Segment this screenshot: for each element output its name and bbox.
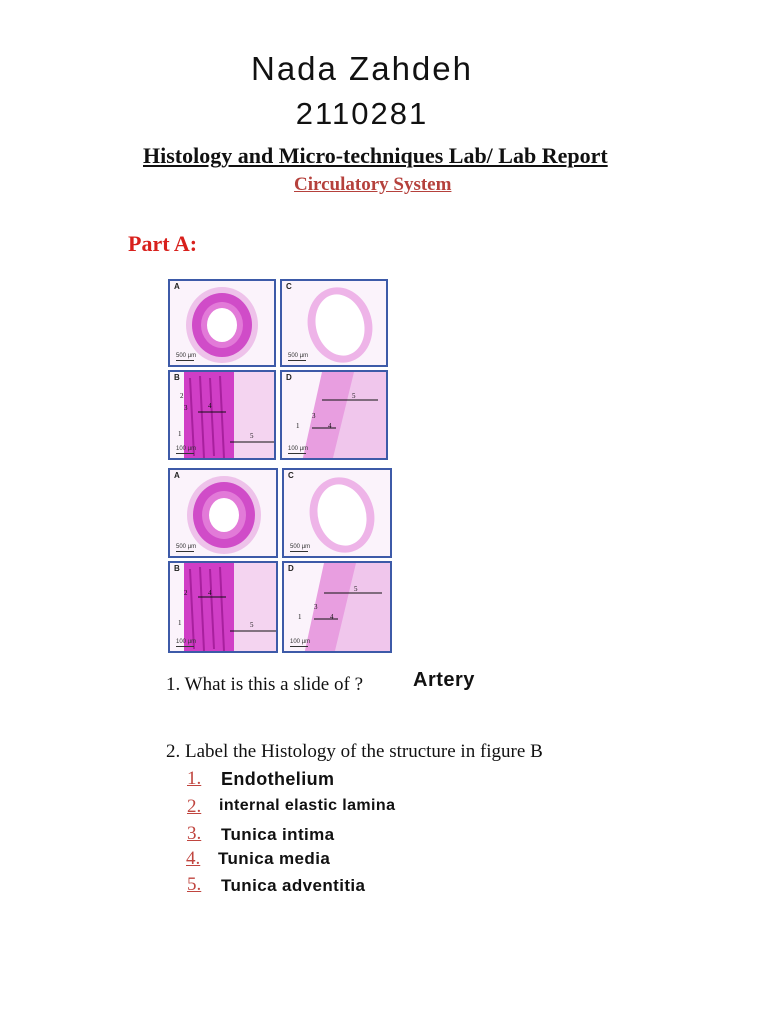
marker-1: 1: [298, 613, 302, 621]
marker-5: 5: [354, 585, 358, 593]
scale-bar: [288, 453, 306, 454]
marker-1: 1: [178, 430, 182, 438]
question-1-label: 1. What is this a slide of ?: [166, 674, 364, 695]
artery-cross-section-image: [186, 287, 258, 363]
marker-2: 2: [180, 392, 184, 400]
question-2-label: 2. Label the Histology of the structure …: [166, 741, 543, 762]
answer-item-number: 4.: [186, 848, 201, 869]
scale-label: 100 µm: [176, 639, 197, 645]
vein-cross-section-image: [309, 477, 375, 553]
marker-1: 1: [296, 422, 300, 430]
scale-bar: [288, 360, 306, 361]
artery-cross-section-image: [187, 476, 261, 554]
scale-bar: [176, 360, 194, 361]
question-1-answer: Artery: [413, 669, 475, 691]
answer-item-number: 5.: [187, 874, 202, 895]
scale-label: 100 µm: [290, 639, 311, 645]
micrograph-panel-d: D 1 3 4 5 100 µm: [280, 370, 388, 460]
marker-5: 5: [250, 621, 254, 629]
answer-item-text: Tunica media: [218, 849, 331, 868]
micrograph-panel-a: A 500 µm: [168, 279, 276, 367]
marker-3: 3: [184, 404, 188, 412]
panel-letter: C: [288, 471, 294, 480]
scale-label: 100 µm: [288, 446, 309, 452]
author-name: Nada Zahdeh: [251, 50, 473, 87]
scale-label: 500 µm: [176, 353, 197, 359]
marker-2: 2: [184, 589, 188, 597]
scale-bar: [176, 646, 194, 647]
panel-letter: C: [286, 282, 292, 291]
marker-5: 5: [352, 392, 356, 400]
panel-letter: B: [174, 373, 180, 382]
marker-4: 4: [330, 613, 334, 621]
panel-letter: B: [174, 564, 180, 573]
answer-item-text: Tunica adventitia: [221, 876, 366, 895]
marker-4: 4: [208, 589, 212, 597]
student-id: 2110281: [295, 96, 429, 131]
answer-item-text: Tunica intima: [221, 825, 335, 844]
panel-letter: A: [174, 282, 180, 291]
answer-item-text: Endothelium: [221, 769, 335, 789]
micrograph-panel-a: A 500 µm: [168, 468, 278, 558]
vein-cross-section-image: [307, 287, 373, 363]
lab-subtitle: Circulatory System: [294, 174, 452, 195]
part-label: Part A:: [128, 231, 198, 256]
scale-label: 100 µm: [176, 446, 197, 452]
micrograph-panel-d: D 1 3 4 5 100 µm: [282, 561, 392, 653]
panel-letter: D: [286, 373, 292, 382]
micrograph-panel-c: C 500 µm: [282, 468, 392, 558]
marker-3: 3: [314, 603, 318, 611]
vein-wall-detail-image: [304, 563, 390, 651]
answer-item-number: 3.: [187, 823, 202, 844]
micrograph-panel-b: B 1 2 4 5 100 µm: [168, 561, 278, 653]
marker-4: 4: [328, 422, 332, 430]
scale-bar: [176, 453, 194, 454]
scale-label: 500 µm: [290, 544, 311, 550]
answer-item-number: 1.: [187, 768, 202, 789]
vein-wall-detail-image: [302, 372, 386, 458]
scale-label: 500 µm: [288, 353, 309, 359]
marker-4: 4: [208, 402, 212, 410]
scale-bar: [176, 551, 194, 552]
answer-item-number: 2.: [187, 796, 202, 817]
scale-label: 500 µm: [176, 544, 197, 550]
lab-title: Histology and Micro-techniques Lab/ Lab …: [143, 143, 608, 168]
panel-letter: A: [174, 471, 180, 480]
panel-letter: D: [288, 564, 294, 573]
micrograph-panel-b: B 1 2 3 4 5 100 µm: [168, 370, 276, 460]
marker-3: 3: [312, 412, 316, 420]
micrograph-panel-c: C 500 µm: [280, 279, 388, 367]
answer-item-text: internal elastic lamina: [219, 797, 396, 814]
artery-wall-detail-image: [184, 372, 274, 458]
scale-bar: [290, 551, 308, 552]
marker-5: 5: [250, 432, 254, 440]
scale-bar: [290, 646, 308, 647]
marker-1: 1: [178, 619, 182, 627]
artery-wall-detail-image: [184, 563, 276, 651]
